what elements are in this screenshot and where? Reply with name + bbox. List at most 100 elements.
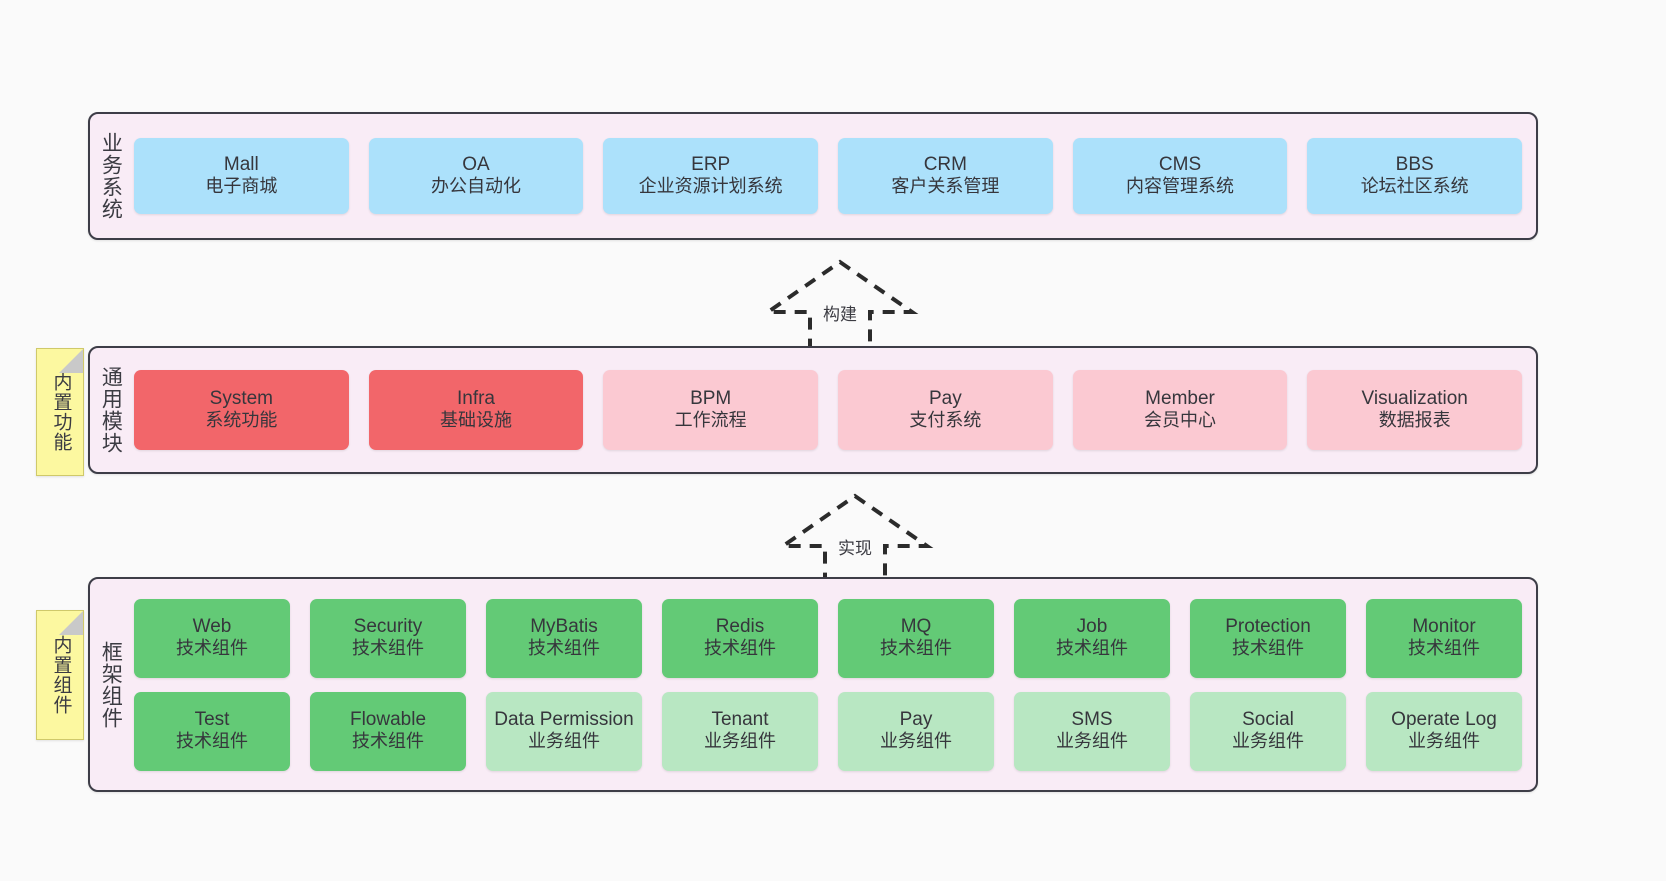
card-title: Data Permission bbox=[494, 709, 634, 730]
card-cms[interactable]: CMS 内容管理系统 bbox=[1072, 138, 1288, 214]
card-title: Member bbox=[1145, 388, 1215, 409]
card-title: Test bbox=[194, 709, 230, 730]
card-subtitle: 支付系统 bbox=[909, 410, 982, 431]
card-subtitle: 系统功能 bbox=[205, 410, 278, 431]
card-subtitle: 业务组件 bbox=[1232, 731, 1304, 752]
layer-title-business: 业务系统 bbox=[99, 132, 123, 220]
note-builtin-features: 内置功能 bbox=[36, 348, 84, 476]
card-title: Job bbox=[1076, 616, 1108, 637]
card-web[interactable]: Web 技术组件 bbox=[134, 598, 290, 678]
layer-body-common: System 系统功能 Infra 基础设施 BPM 工作流程 Pay 支付系统… bbox=[130, 348, 1536, 472]
layer-title-common: 通用模块 bbox=[99, 366, 123, 454]
card-title: CRM bbox=[923, 154, 967, 175]
card-title: Redis bbox=[715, 616, 765, 637]
card-mall[interactable]: Mall 电子商城 bbox=[134, 138, 349, 214]
card-subtitle: 论坛社区系统 bbox=[1360, 176, 1469, 197]
card-title: Pay bbox=[928, 388, 962, 409]
card-title: Security bbox=[353, 616, 423, 637]
card-row: System 系统功能 Infra 基础设施 BPM 工作流程 Pay 支付系统… bbox=[134, 370, 1523, 450]
card-subtitle: 技术组件 bbox=[528, 638, 600, 659]
card-row: Test 技术组件 Flowable 技术组件 Data Permission … bbox=[134, 691, 1522, 771]
card-subtitle: 技术组件 bbox=[880, 638, 952, 659]
card-subtitle: 技术组件 bbox=[1056, 638, 1128, 659]
card-visualization[interactable]: Visualization 数据报表 bbox=[1307, 370, 1523, 450]
card-subtitle: 技术组件 bbox=[704, 638, 776, 659]
card-title: Monitor bbox=[1412, 616, 1476, 637]
card-subtitle: 工作流程 bbox=[674, 410, 747, 431]
card-security[interactable]: Security 技术组件 bbox=[310, 598, 466, 678]
card-test[interactable]: Test 技术组件 bbox=[134, 691, 290, 771]
card-crm[interactable]: CRM 客户关系管理 bbox=[838, 138, 1053, 214]
layer-body-business: Mall 电子商城 OA 办公自动化 ERP 企业资源计划系统 CRM 客户关系… bbox=[130, 114, 1536, 238]
card-title: Infra bbox=[456, 388, 496, 409]
layer-business-systems: 业务系统 Mall 电子商城 OA 办公自动化 ERP 企业资源计划系统 CRM… bbox=[88, 112, 1538, 240]
card-title: Tenant bbox=[711, 709, 769, 730]
card-row: Mall 电子商城 OA 办公自动化 ERP 企业资源计划系统 CRM 客户关系… bbox=[134, 138, 1523, 214]
card-subtitle: 业务组件 bbox=[880, 731, 952, 752]
card-title: Social bbox=[1242, 709, 1294, 730]
card-title: OA bbox=[462, 154, 490, 175]
card-title: MyBatis bbox=[530, 616, 598, 637]
layer-body-framework: Web 技术组件 Security 技术组件 MyBatis 技术组件 Redi… bbox=[130, 579, 1536, 790]
card-subtitle: 客户关系管理 bbox=[891, 176, 1000, 197]
card-subtitle: 技术组件 bbox=[176, 731, 248, 752]
card-subtitle: 技术组件 bbox=[1232, 638, 1304, 659]
card-title: BBS bbox=[1395, 154, 1434, 175]
card-operate-log[interactable]: Operate Log 业务组件 bbox=[1366, 691, 1522, 771]
card-flowable[interactable]: Flowable 技术组件 bbox=[310, 691, 466, 771]
card-subtitle: 基础设施 bbox=[440, 410, 512, 431]
card-subtitle: 技术组件 bbox=[176, 638, 248, 659]
card-subtitle: 业务组件 bbox=[1056, 731, 1128, 752]
card-subtitle: 办公自动化 bbox=[431, 176, 521, 197]
card-subtitle: 业务组件 bbox=[1408, 731, 1480, 752]
card-monitor[interactable]: Monitor 技术组件 bbox=[1366, 598, 1522, 678]
card-pay-business[interactable]: Pay 业务组件 bbox=[838, 691, 994, 771]
card-subtitle: 会员中心 bbox=[1144, 410, 1217, 431]
card-title: Operate Log bbox=[1391, 709, 1497, 730]
card-infra[interactable]: Infra 基础设施 bbox=[368, 370, 584, 450]
card-oa[interactable]: OA 办公自动化 bbox=[368, 138, 584, 214]
card-tenant[interactable]: Tenant 业务组件 bbox=[662, 691, 818, 771]
connector-implement-label: 实现 bbox=[838, 539, 872, 558]
card-bbs[interactable]: BBS 论坛社区系统 bbox=[1307, 138, 1523, 214]
card-subtitle: 技术组件 bbox=[352, 638, 424, 659]
card-redis[interactable]: Redis 技术组件 bbox=[662, 598, 818, 678]
card-subtitle: 企业资源计划系统 bbox=[638, 176, 783, 197]
card-title: System bbox=[209, 388, 274, 409]
connector-implement-arrow-up-icon: 实现 bbox=[775, 490, 935, 590]
card-sms[interactable]: SMS 业务组件 bbox=[1014, 691, 1170, 771]
layer-framework-components: 框架组件 Web 技术组件 Security 技术组件 MyBatis 技术组件… bbox=[88, 577, 1538, 792]
card-bpm[interactable]: BPM 工作流程 bbox=[603, 370, 819, 450]
card-pay[interactable]: Pay 支付系统 bbox=[838, 370, 1053, 450]
card-social[interactable]: Social 业务组件 bbox=[1190, 691, 1346, 771]
card-subtitle: 内容管理系统 bbox=[1126, 176, 1235, 197]
card-subtitle: 数据报表 bbox=[1378, 410, 1451, 431]
layer-title-framework: 框架组件 bbox=[99, 640, 123, 729]
layer-common-modules: 通用模块 System 系统功能 Infra 基础设施 BPM 工作流程 Pay… bbox=[88, 346, 1538, 474]
card-title: Visualization bbox=[1361, 388, 1468, 409]
card-title: CMS bbox=[1158, 154, 1202, 175]
card-title: ERP bbox=[691, 154, 731, 175]
card-system[interactable]: System 系统功能 bbox=[134, 370, 349, 450]
card-title: Pay bbox=[899, 709, 933, 730]
card-subtitle: 电子商城 bbox=[205, 176, 278, 197]
card-subtitle: 技术组件 bbox=[352, 731, 424, 752]
card-title: Mall bbox=[223, 154, 259, 175]
card-title: Web bbox=[192, 616, 232, 637]
card-subtitle: 业务组件 bbox=[704, 731, 776, 752]
card-title: Protection bbox=[1225, 616, 1311, 637]
note-builtin-components: 内置组件 bbox=[36, 610, 84, 740]
card-erp[interactable]: ERP 企业资源计划系统 bbox=[603, 138, 819, 214]
card-title: SMS bbox=[1071, 709, 1113, 730]
card-job[interactable]: Job 技术组件 bbox=[1014, 598, 1170, 678]
card-title: BPM bbox=[690, 388, 732, 409]
card-data-permission[interactable]: Data Permission 业务组件 bbox=[486, 691, 642, 771]
card-mq[interactable]: MQ 技术组件 bbox=[838, 598, 994, 678]
card-title: MQ bbox=[900, 616, 932, 637]
card-member[interactable]: Member 会员中心 bbox=[1072, 370, 1288, 450]
card-protection[interactable]: Protection 技术组件 bbox=[1190, 598, 1346, 678]
card-mybatis[interactable]: MyBatis 技术组件 bbox=[486, 598, 642, 678]
card-title: Flowable bbox=[349, 709, 427, 730]
connector-build-arrow-up-icon: 构建 bbox=[760, 256, 920, 356]
